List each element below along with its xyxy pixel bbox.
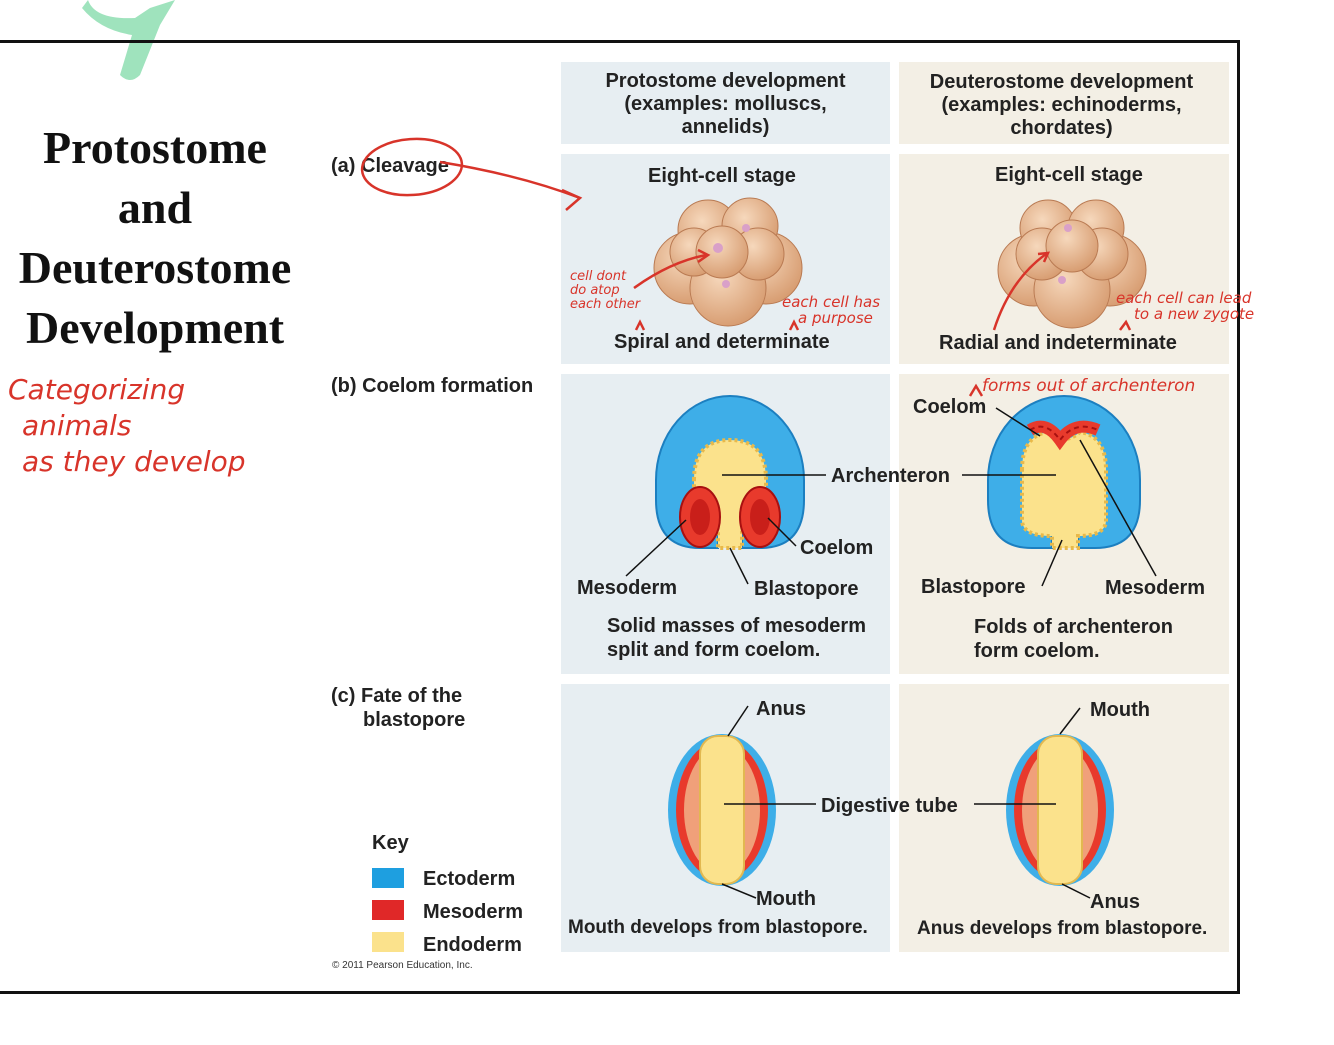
archenteron-label: Archenteron [831,465,950,487]
note-forms-out-of-archenteron: forms out of archenteron [982,376,1196,396]
section-fate-1: (c) Fate of the [331,685,463,707]
margin-note: Categorizing animals as they develop [8,373,246,478]
endoderm-swatch [372,932,404,952]
section-fate-2: blastopore [363,709,466,731]
protostome-header-panel [561,62,890,144]
right-cleavage-caption: Radial and indeterminate [939,332,1177,354]
right-mesoderm-label: Mesoderm [1105,577,1206,599]
left-mesoderm-label: Mesoderm [577,577,678,599]
left-bottom-label: Mouth [756,888,816,910]
key-title: Key [372,832,409,854]
key-mesoderm: Mesoderm [423,901,524,923]
gastrula-protostome [655,395,805,550]
digestive-tube-label: Digestive tube [821,795,958,817]
digestive-tube-right [1006,734,1114,886]
section-cleavage: (a) Cleavage [331,155,449,177]
left-blastopore-label: Blastopore [754,578,859,600]
right-coelom-label: Coelom [913,396,987,418]
deuterostome-header: Deuterostome development(examples: echin… [929,71,1194,139]
digestive-tube-left [668,734,776,886]
copyright: © 2011 Pearson Education, Inc. [332,960,473,971]
gastrula-deuterostome [987,395,1141,550]
left-coelom-label: Coelom [800,537,874,559]
left-cleavage-caption: Spiral and determinate [614,331,830,353]
right-blastopore-label: Blastopore [921,576,1026,598]
section-coelom: (b) Coelom formation [331,375,534,397]
slide-frame [0,40,1240,994]
mesoderm-swatch [372,900,404,920]
embryo-spiral [653,197,803,327]
right-top-label: Mouth [1090,699,1150,721]
deuterostome-header-panel [899,62,1229,144]
page-title: Protostome and Deuterostome Development [18,122,292,353]
left-stage-label: Eight-cell stage [648,165,796,187]
left-fate-caption: Mouth develops from blastopore. [568,917,868,938]
key-endoderm: Endoderm [423,934,522,956]
protostome-header: Protostome development(examples: mollusc… [605,70,846,138]
left-top-label: Anus [756,698,806,720]
key-ectoderm: Ectoderm [423,868,516,890]
right-fate-caption: Anus develops from blastopore. [917,918,1208,939]
embryo-radial [997,199,1147,329]
ectoderm-swatch [372,868,404,888]
right-bottom-label: Anus [1090,891,1140,913]
right-stage-label: Eight-cell stage [995,164,1143,186]
